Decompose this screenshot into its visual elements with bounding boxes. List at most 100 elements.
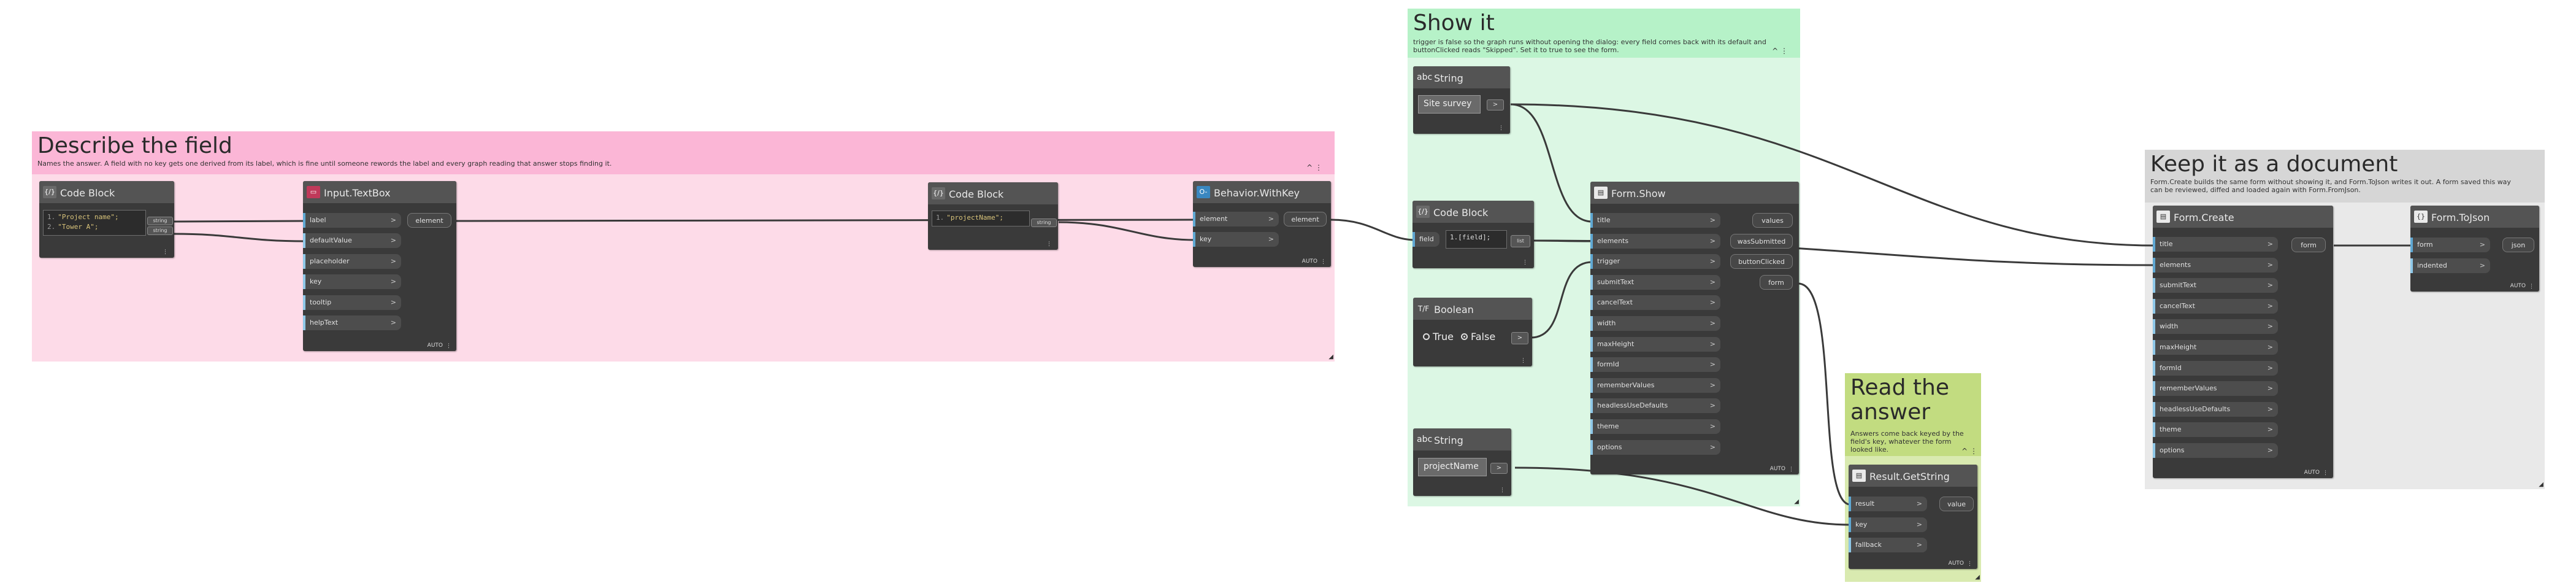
node-menu-icon[interactable]: ⋮ — [163, 249, 168, 255]
node-code-block-1[interactable]: {/} Code Block 1."Project name"; 2."Towe… — [39, 181, 174, 258]
replication-label[interactable]: AUTO — [427, 342, 443, 349]
input-port-canceltext[interactable]: cancelText> — [2153, 298, 2278, 314]
wire-code1-label[interactable] — [173, 220, 305, 223]
input-port-formid[interactable]: formId> — [2153, 360, 2278, 376]
node-string-projectname[interactable]: abc String projectName > ⋮ — [1413, 428, 1511, 496]
node-form-show[interactable]: ▤ Form.Show title> elements> trigger> submi… — [1590, 182, 1799, 474]
string-value-input[interactable]: Site survey — [1418, 95, 1481, 114]
input-port-options[interactable]: options> — [1590, 439, 1720, 455]
collapse-icon[interactable]: ^ ⋮ — [1772, 47, 1788, 55]
input-port-defaultvalue[interactable]: defaultValue> — [303, 233, 401, 248]
node-menu-icon[interactable]: ⋮ — [1788, 466, 1794, 473]
node-menu-icon[interactable]: ⋮ — [2529, 284, 2534, 290]
output-port-string[interactable]: string — [1031, 219, 1057, 227]
output-port-element[interactable]: element — [407, 213, 451, 228]
collapse-icon[interactable]: ^ ⋮ — [1961, 447, 1977, 455]
node-menu-icon[interactable]: ⋮ — [2323, 470, 2328, 476]
collapse-icon[interactable]: ^ ⋮ — [1306, 163, 1322, 172]
output-port-2[interactable]: string — [147, 226, 173, 235]
output-port-values[interactable]: values — [1752, 213, 1793, 228]
node-string-site-survey[interactable]: abc String Site survey > ⋮ — [1413, 66, 1510, 134]
node-boolean[interactable]: T/F Boolean True False > ⋮ — [1413, 298, 1532, 366]
node-menu-icon[interactable]: ⋮ — [1500, 487, 1505, 493]
input-port-formid[interactable]: formId> — [1590, 357, 1720, 373]
output-port-element[interactable]: element — [1284, 212, 1327, 226]
node-header[interactable]: {/} Code Block — [928, 182, 1058, 204]
input-port-theme[interactable]: theme> — [2153, 422, 2278, 438]
code-editor[interactable]: 1."projectName"; — [932, 211, 1030, 226]
node-header[interactable]: {/} Code Block — [1413, 201, 1534, 223]
node-header[interactable]: abc String — [1413, 428, 1511, 451]
output-port-1[interactable]: string — [147, 217, 173, 225]
node-menu-icon[interactable]: ⋮ — [1520, 358, 1526, 364]
node-menu-icon[interactable]: ⋮ — [1321, 259, 1326, 265]
replication-label[interactable]: AUTO — [1769, 466, 1785, 472]
node-result-getstring[interactable]: ▤ Result.GetString result> key> fallback… — [1849, 465, 1977, 569]
input-port-helptext[interactable]: helpText> — [303, 315, 401, 330]
output-port-buttonclicked[interactable]: buttonClicked — [1730, 254, 1793, 269]
node-menu-icon[interactable]: ⋮ — [1498, 125, 1504, 131]
input-port-indented[interactable]: indented> — [2410, 258, 2490, 273]
node-menu-icon[interactable]: ⋮ — [1967, 561, 1972, 567]
node-header[interactable]: {/} Code Block — [39, 181, 174, 203]
output-port-string[interactable]: > — [1490, 463, 1508, 474]
input-port-remembervalues[interactable]: rememberValues> — [1590, 377, 1720, 393]
node-menu-icon[interactable]: ⋮ — [1522, 260, 1528, 266]
resize-grip-icon[interactable]: ◢ — [1794, 498, 1799, 505]
node-header[interactable]: O- Behavior.WithKey — [1193, 181, 1331, 203]
string-value-input[interactable]: projectName — [1418, 458, 1487, 476]
input-port-field[interactable]: field — [1413, 232, 1439, 247]
node-header[interactable]: ▤ Form.Create — [2153, 206, 2333, 228]
output-port-form[interactable]: form — [2291, 238, 2326, 252]
wire-withkey-codeblock3[interactable] — [1330, 219, 1416, 241]
node-menu-icon[interactable]: ⋮ — [1046, 241, 1052, 247]
node-behavior-withkey[interactable]: O- Behavior.WithKey element> key> elemen… — [1193, 181, 1331, 267]
replication-label[interactable]: AUTO — [2304, 470, 2320, 476]
wire-boolean-trigger[interactable] — [1530, 261, 1593, 339]
node-menu-icon[interactable]: ⋮ — [446, 343, 451, 349]
node-input-textbox[interactable]: ▭ Input.TextBox label> defaultValue> pla… — [303, 181, 456, 351]
input-port-key[interactable]: key> — [1193, 232, 1279, 247]
replication-label[interactable]: AUTO — [1301, 258, 1317, 265]
input-port-remembervalues[interactable]: rememberValues> — [2153, 381, 2278, 397]
input-port-key[interactable]: key> — [1849, 517, 1927, 532]
input-port-trigger[interactable]: trigger> — [1590, 254, 1720, 269]
output-port-bool[interactable]: > — [1511, 332, 1528, 344]
node-code-block-2[interactable]: {/} Code Block 1."projectName"; string ⋮ — [928, 182, 1058, 250]
input-port-placeholder[interactable]: placeholder> — [303, 254, 401, 269]
input-port-maxheight[interactable]: maxHeight> — [2153, 340, 2278, 355]
input-port-result[interactable]: result> — [1849, 497, 1927, 511]
input-port-elements[interactable]: elements> — [1590, 233, 1720, 249]
node-header[interactable]: T/F Boolean — [1413, 298, 1532, 320]
output-port-wassubmitted[interactable]: wasSubmitted — [1730, 234, 1793, 249]
node-header[interactable]: ▭ Input.TextBox — [303, 181, 456, 203]
input-port-submittext[interactable]: submitText> — [1590, 274, 1720, 290]
input-port-canceltext[interactable]: cancelText> — [1590, 295, 1720, 311]
resize-grip-icon[interactable]: ◢ — [1975, 574, 1980, 581]
input-port-title[interactable]: title> — [1590, 213, 1720, 228]
node-header[interactable]: abc String — [1413, 66, 1510, 88]
input-port-label[interactable]: label> — [303, 213, 401, 228]
input-port-fallback[interactable]: fallback> — [1849, 538, 1927, 552]
input-port-width[interactable]: width> — [1590, 316, 1720, 331]
node-header[interactable]: {} Form.ToJson — [2410, 206, 2539, 228]
node-header[interactable]: ▤ Form.Show — [1590, 182, 1799, 204]
resize-grip-icon[interactable]: ◢ — [1328, 354, 1333, 360]
input-port-maxheight[interactable]: maxHeight> — [1590, 336, 1720, 352]
input-port-width[interactable]: width> — [2153, 319, 2278, 335]
node-code-block-3[interactable]: {/} Code Block field 1.[field]; list ⋮ — [1413, 201, 1534, 268]
radio-false[interactable]: False — [1461, 331, 1495, 342]
code-editor[interactable]: 1."Project name"; 2."Tower A"; — [43, 210, 146, 236]
wire-string2-key[interactable] — [1514, 466, 1851, 526]
wire-code2-withkey-key[interactable] — [1058, 221, 1196, 241]
output-port-string[interactable]: > — [1487, 99, 1504, 110]
input-port-form[interactable]: form> — [2410, 238, 2490, 252]
code-editor[interactable]: 1.[field]; — [1446, 230, 1507, 249]
output-port-value[interactable]: value — [1939, 497, 1974, 511]
wire-formshow-result[interactable] — [1798, 282, 1851, 506]
input-port-theme[interactable]: theme> — [1590, 419, 1720, 434]
output-port-list[interactable]: list — [1511, 235, 1530, 247]
wire-string1-title[interactable] — [1510, 103, 1593, 223]
wire-textbox-withkey[interactable] — [456, 219, 1196, 222]
output-port-json[interactable]: json — [2502, 238, 2534, 252]
